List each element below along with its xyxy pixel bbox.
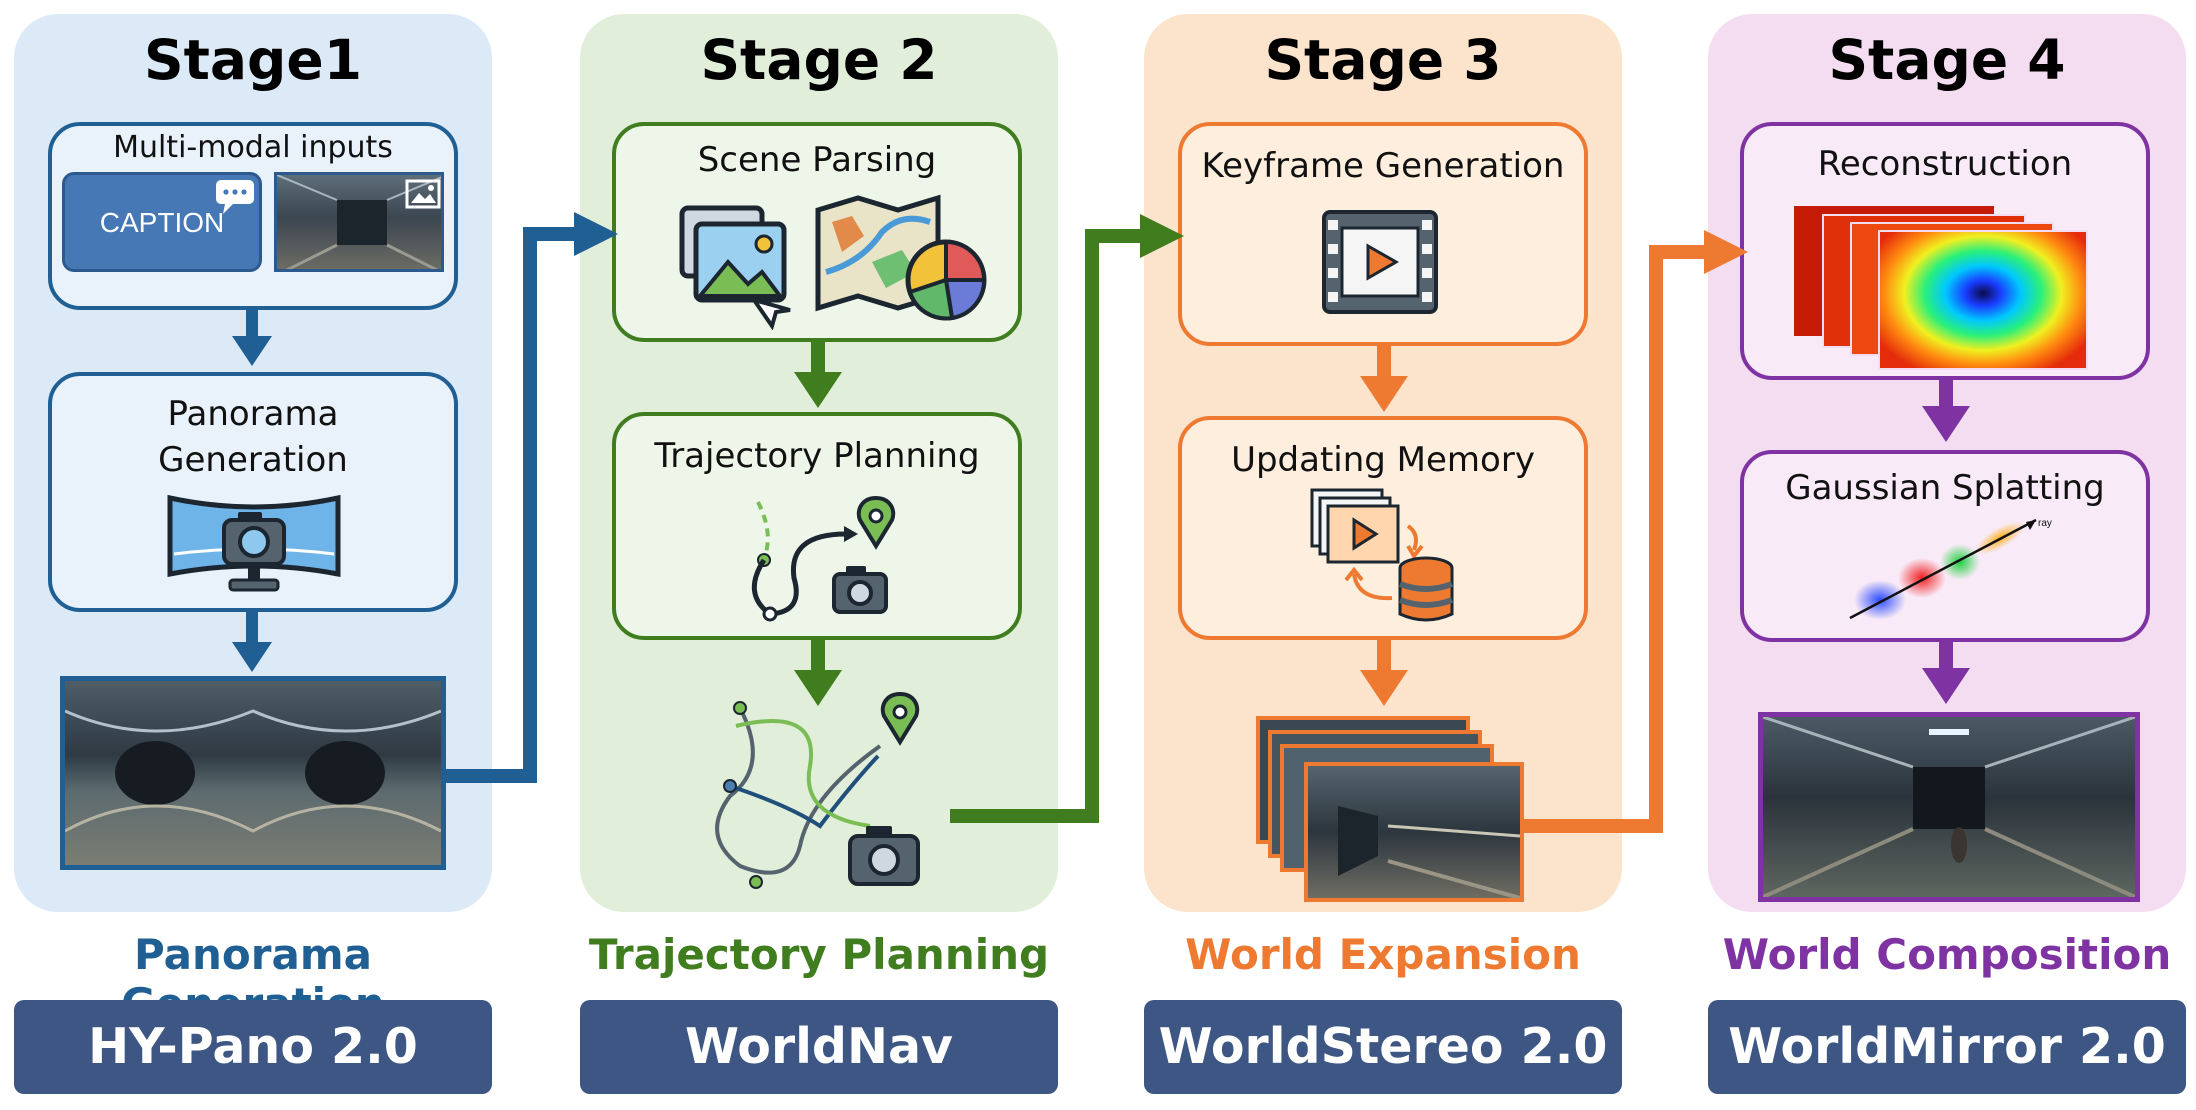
film-play-icon (1322, 210, 1438, 314)
keyframe-stack-images (1256, 716, 1526, 906)
stage3-model-badge: WorldStereo 2.0 (1144, 1000, 1622, 1094)
updating-memory-label: Updating Memory (1231, 440, 1535, 480)
stage4-title: Stage 4 (1828, 28, 2066, 92)
stage2-model-badge: WorldNav (580, 1000, 1058, 1094)
trajectory-planning-label: Trajectory Planning (654, 436, 980, 476)
scene-parsing-label: Scene Parsing (697, 140, 937, 180)
stage3-title: Stage 3 (1264, 28, 1502, 92)
stage4-category: World Composition (1722, 930, 2172, 979)
stage3-category: World Expansion (1185, 930, 1581, 979)
stage2-category: Trajectory Planning (588, 930, 1050, 979)
stage1-title: Stage1 (144, 28, 362, 92)
stage2-title: Stage 2 (700, 28, 938, 92)
panorama-generation-label-2: Generation (158, 440, 348, 480)
multiple-trajectories-icon (715, 691, 920, 889)
composed-world-image (1758, 712, 2140, 902)
picture-cursor-icon (679, 205, 791, 330)
panorama-output-image (60, 676, 446, 870)
image-icon (405, 179, 441, 209)
multimodal-inputs-label: Multi-modal inputs (113, 130, 393, 165)
memory-storage-icon (1310, 488, 1454, 622)
caption-card: CAPTION (62, 172, 262, 272)
ray-label: ray (2038, 518, 2052, 529)
depth-map-stack (1794, 206, 2094, 370)
stage4-model-badge: WorldMirror 2.0 (1708, 1000, 2186, 1094)
gaussian-splatting-label: Gaussian Splatting (1785, 468, 2105, 508)
stage1-model-badge: HY-Pano 2.0 (14, 1000, 492, 1094)
map-chart-icon (815, 194, 987, 321)
panorama-generation-label-1: Panorama (167, 394, 339, 434)
caption-text: CAPTION (99, 207, 225, 238)
panorama-camera-icon (167, 494, 341, 592)
keyframe-generation-label: Keyframe Generation (1201, 146, 1565, 186)
trajectory-path-icon (751, 495, 896, 622)
gaussian-splat-icon: ray (1849, 518, 2052, 620)
reconstruction-label: Reconstruction (1817, 144, 2073, 184)
chat-bubble-icon (216, 180, 254, 214)
corridor-image-thumbnail (274, 172, 444, 272)
gaussian-splatting-box: Gaussian Splatting (1740, 450, 2150, 642)
